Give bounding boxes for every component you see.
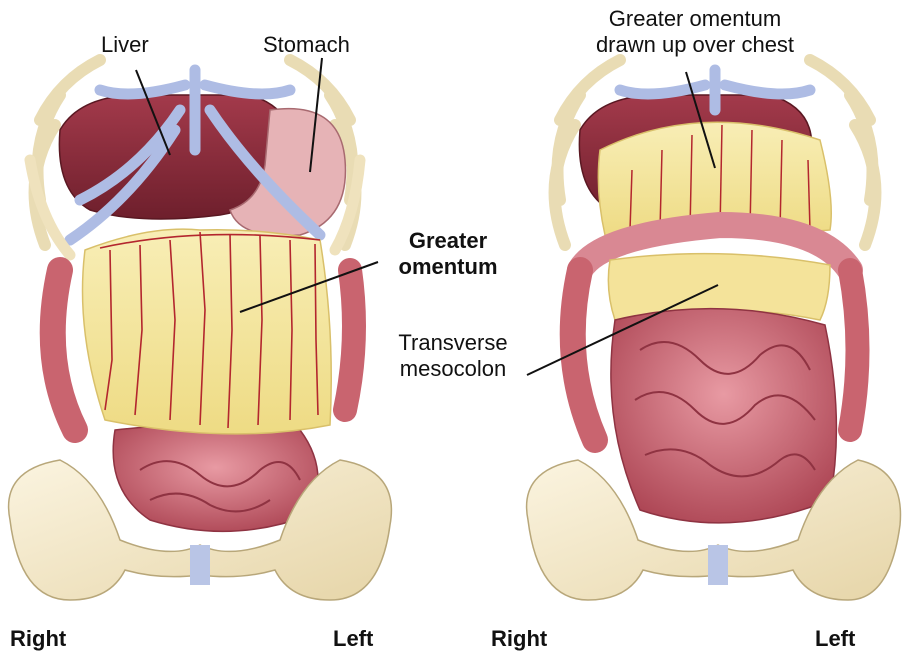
pubic-symphysis-right (708, 545, 728, 585)
intestine-loops-left (139, 460, 301, 513)
ascending-colon (39, 257, 88, 443)
leader-lines (135, 57, 719, 376)
label-right-panel-left: Left (815, 626, 856, 651)
pubic-symphysis-left (190, 545, 210, 585)
leader-liver (135, 69, 171, 156)
label-drawn-up-line1: Greater omentum (608, 6, 782, 31)
stomach (229, 107, 347, 237)
leader-omentum-drawn-up (685, 71, 716, 169)
label-left-panel-right: Right (10, 626, 67, 651)
descending-colon-right (838, 258, 870, 442)
label-omentum-drawn-up: Greater omentum drawn up over chest (560, 6, 830, 58)
costal-cartilage-left (64, 64, 326, 246)
rib-cage-right (548, 54, 882, 251)
label-transverse-mesocolon: Transverse mesocolon (383, 330, 523, 382)
intestine-loops-right (634, 341, 816, 478)
omentum-drawn-up (597, 121, 832, 238)
leader-greater-omentum (239, 261, 379, 313)
label-greater-omentum-line2: omentum (398, 254, 498, 279)
small-intestine-right (610, 307, 838, 524)
leader-transverse-mesocolon (526, 284, 719, 376)
pelvis-right (525, 459, 902, 601)
ascending-colon-right (559, 257, 608, 453)
right-panel (525, 54, 902, 601)
pelvis-left (7, 459, 393, 601)
leader-stomach (309, 57, 323, 173)
label-greater-omentum: Greater omentum (388, 228, 508, 280)
label-transverse-line2: mesocolon (399, 356, 507, 381)
lower-ribs-left (24, 154, 366, 261)
label-drawn-up-line2: drawn up over chest (595, 32, 795, 57)
label-greater-omentum-line1: Greater (408, 228, 488, 253)
omental-vessels (99, 231, 321, 429)
label-stomach: Stomach (263, 32, 350, 57)
label-transverse-line1: Transverse (398, 330, 508, 355)
label-liver: Liver (101, 32, 149, 57)
descending-colon (333, 258, 366, 422)
costal-cartilage-right (614, 64, 816, 116)
small-intestine-left (112, 424, 319, 533)
greater-omentum (81, 228, 332, 435)
label-right-panel-right: Right (491, 626, 548, 651)
label-left-panel-left: Left (333, 626, 374, 651)
transverse-colon (567, 211, 863, 283)
left-panel (7, 54, 393, 601)
